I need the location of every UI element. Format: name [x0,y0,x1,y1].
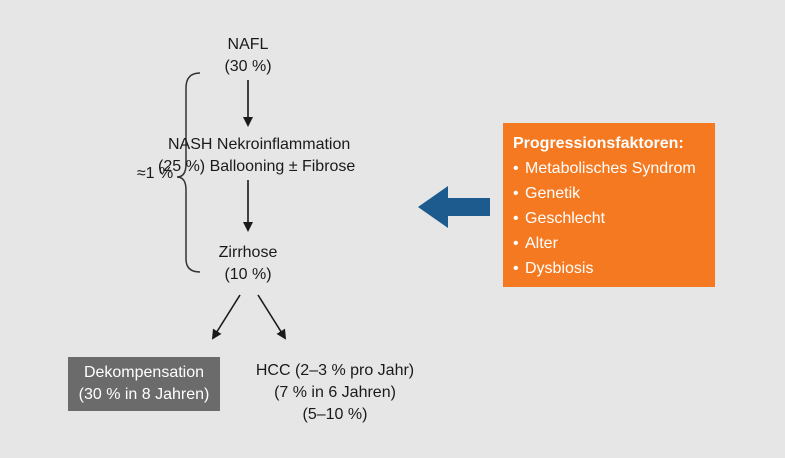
hcc-detail-1: (7 % in 6 Jahren) [274,384,396,401]
node-hcc: HCC (2–3 % pro Jahr) (7 % in 6 Jahren) (… [250,360,420,426]
dekompensation-detail: (30 % in 8 Jahren) [78,386,210,403]
brace-label: ≈1 % [136,165,174,182]
factor-item: Genetik [513,181,715,206]
hcc-detail-2: (5–10 %) [302,406,368,423]
factor-item: Dysbiosis [513,256,715,281]
node-dekompensation: Dekompensation (30 % in 8 Jahren) [68,357,220,411]
arrow-zirrhose-to-dekompensation [211,294,241,340]
nafl-percent: (30 %) [224,58,272,75]
big-arrow-icon [418,186,490,228]
factors-title: Progressionsfaktoren: [513,135,684,152]
dekompensation-label: Dekompensation [83,364,205,381]
factor-item: Metabolisches Syndrom [513,156,715,181]
node-nafl: NAFL (30 %) [198,34,298,78]
nash-detail: (25 %) Ballooning ± Fibrose [158,158,356,175]
node-zirrhose: Zirrhose (10 %) [198,242,298,286]
zirrhose-percent: (10 %) [224,266,272,283]
arrow-zirrhose-to-hcc [257,294,287,340]
factors-list: Metabolisches Syndrom Genetik Geschlecht… [513,156,715,281]
zirrhose-label: Zirrhose [218,244,278,261]
hcc-label: HCC (2–3 % pro Jahr) [255,362,415,379]
factor-item: Alter [513,231,715,256]
nash-label: NASH Nekroinflammation [168,136,351,153]
nafl-label: NAFL [227,36,269,53]
factor-item: Geschlecht [513,206,715,231]
curly-brace [176,72,201,273]
progression-factors-box: Progressionsfaktoren: Metabolisches Synd… [503,123,715,287]
node-nash: NASH Nekroinflammation (25 %) Ballooning… [158,134,355,178]
